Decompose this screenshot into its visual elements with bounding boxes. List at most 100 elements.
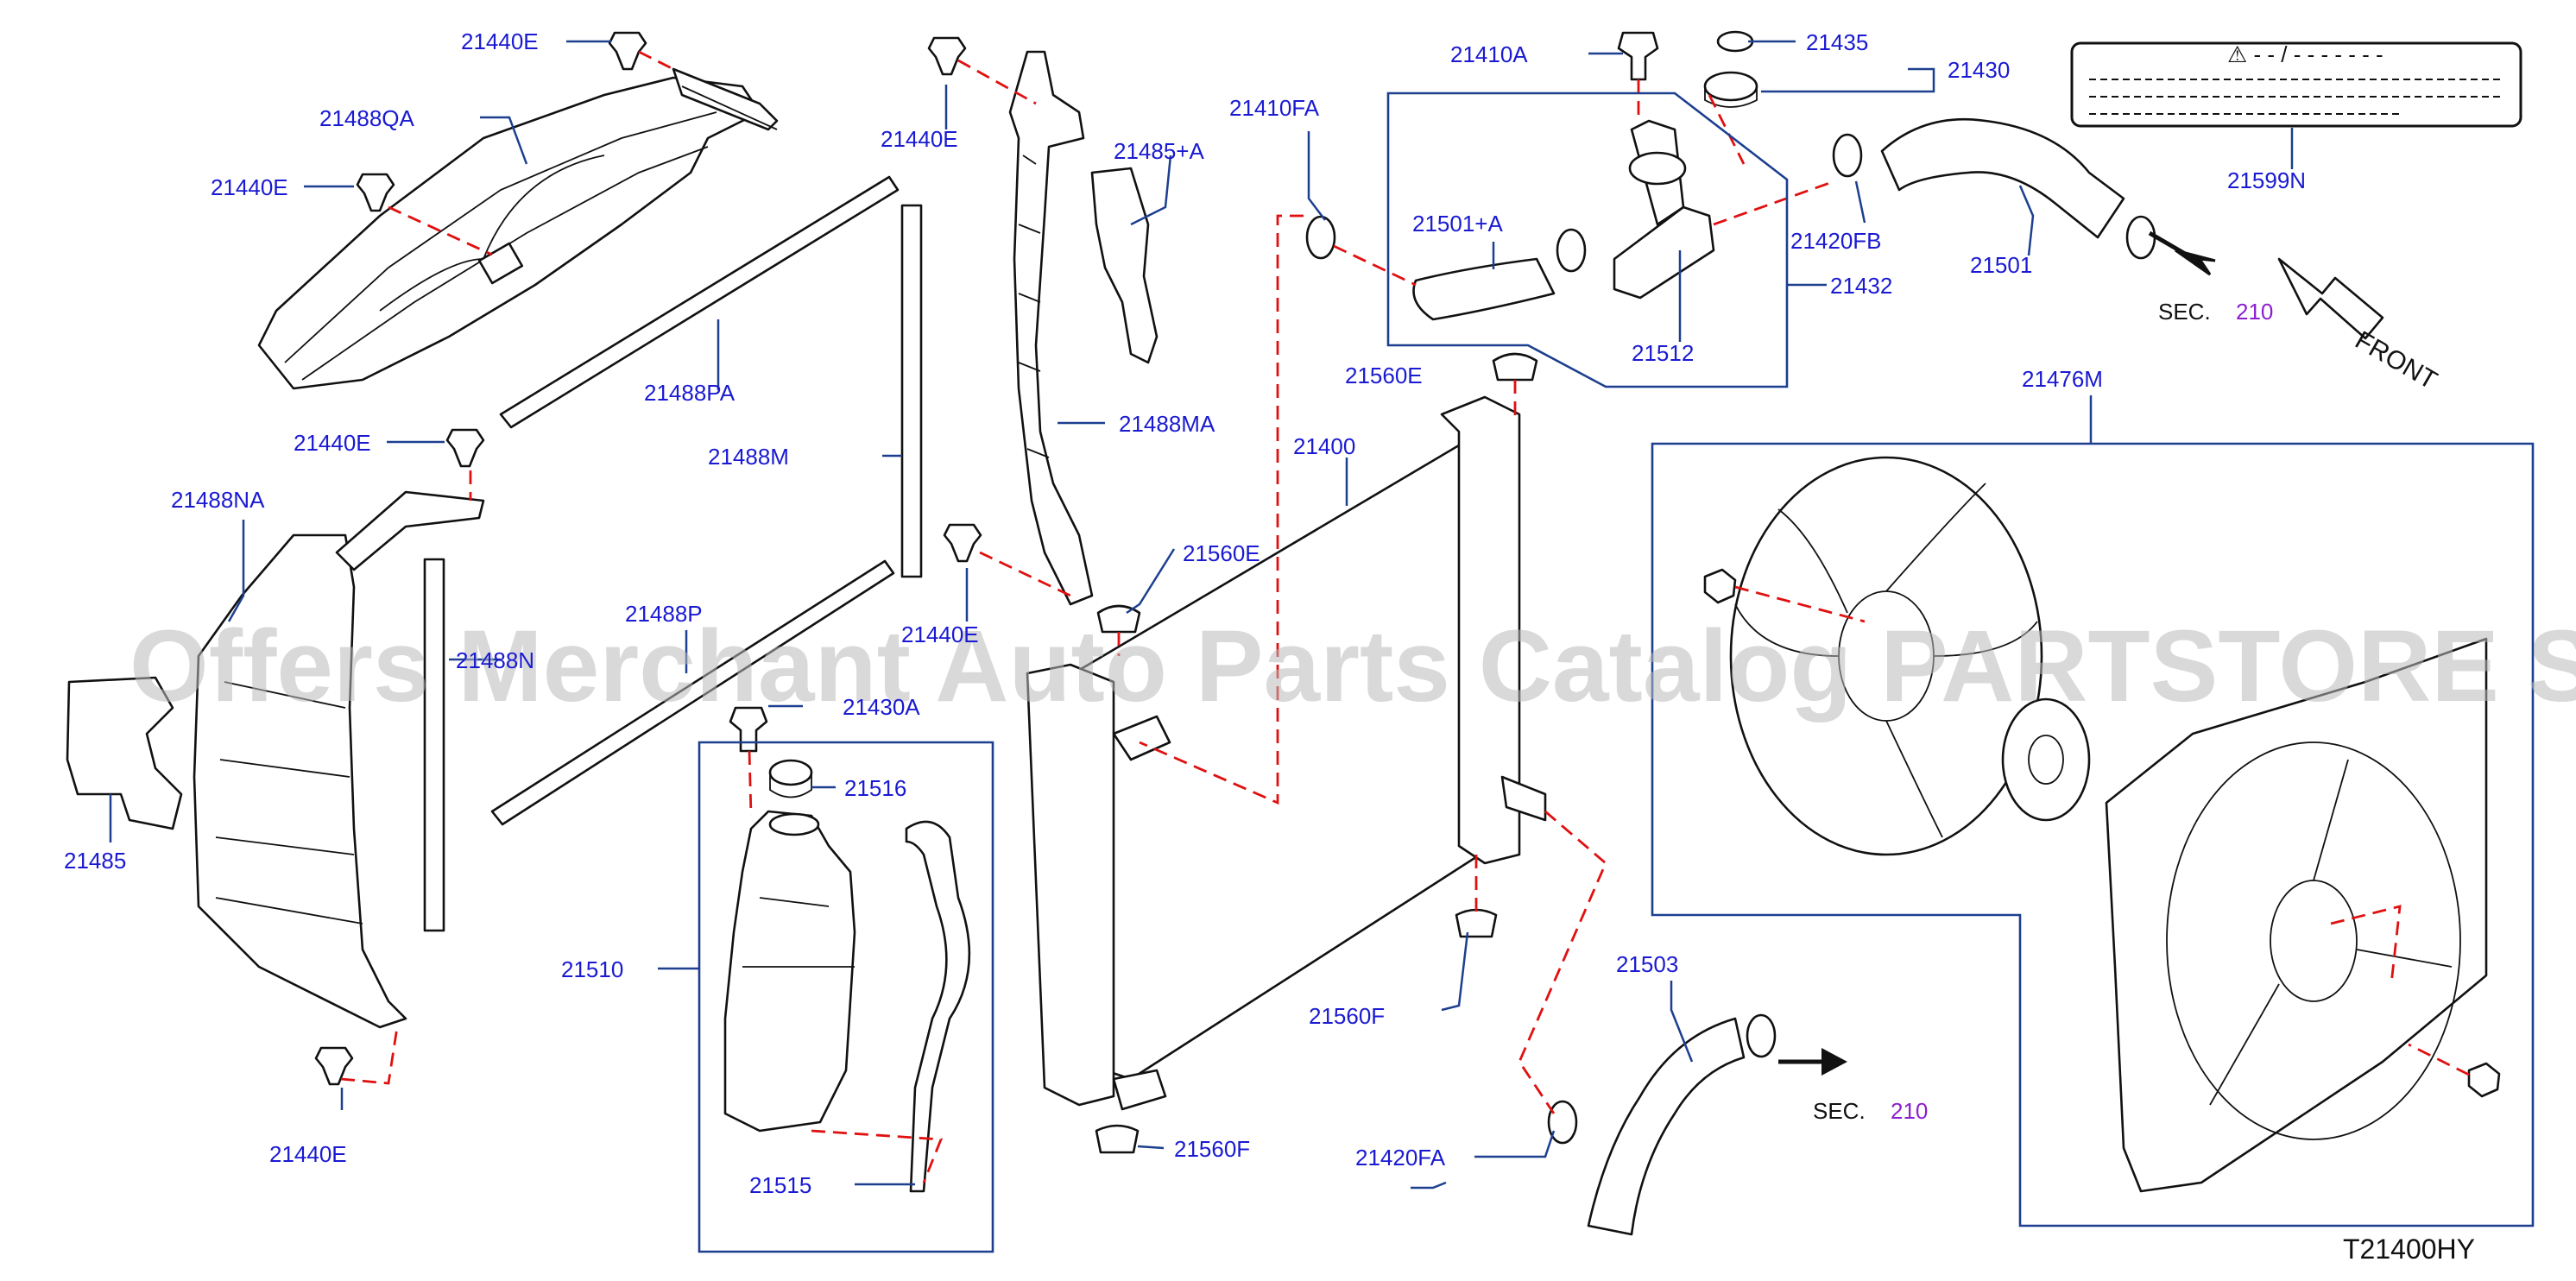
front-direction-label: FRONT	[2351, 325, 2442, 394]
clamp-lower-hose-end-drawing[interactable]	[1746, 1013, 1777, 1058]
seal-strip-21488p-drawing[interactable]	[490, 559, 895, 826]
water-outlet-21512-drawing[interactable]	[1613, 119, 1715, 300]
side-shroud-21488na-drawing[interactable]	[193, 490, 485, 1029]
seal-strip-21488pa-drawing[interactable]	[499, 175, 900, 429]
part-label[interactable]: 21488NA	[171, 487, 265, 513]
upper-hose-21501-drawing[interactable]	[1880, 117, 2125, 239]
sec-arrow-upper-drawing	[2148, 230, 2216, 276]
clamp-upper-hose-end-drawing[interactable]	[2125, 215, 2156, 260]
grommet-21560f-lower-drawing[interactable]	[1095, 1124, 1140, 1154]
part-label[interactable]: 21488QA	[319, 105, 415, 131]
bolt-21430a-drawing[interactable]	[729, 706, 768, 753]
watermark-text: Offers Merchant Auto Parts Catalog PARTS…	[129, 609, 2576, 723]
dash-fan-nut-right	[2408, 1043, 2470, 1076]
part-label[interactable]: 21515	[749, 1172, 811, 1198]
reservoir-cap-21516-drawing[interactable]	[768, 759, 813, 798]
clip-21440e-left-drawing[interactable]	[356, 173, 395, 212]
part-label[interactable]: 21560F	[1309, 1003, 1385, 1029]
caution-label-21599n-drawing[interactable]	[2070, 41, 2522, 128]
part-label[interactable]: 21430A	[843, 694, 920, 720]
sec-prefix: SEC.	[1813, 1098, 1866, 1124]
clamp-21432-drawing[interactable]	[1556, 228, 1587, 273]
part-label[interactable]: 21410A	[1450, 41, 1528, 67]
part-label[interactable]: 21501	[1970, 252, 2032, 278]
part-label[interactable]: 21435	[1806, 29, 1868, 55]
nut-fan-right-drawing[interactable]	[2467, 1062, 2501, 1098]
box-21476m	[1651, 442, 2535, 1227]
grommet-21560f-right-drawing[interactable]	[1455, 908, 1498, 938]
grommet-21560e-upper-drawing[interactable]	[1492, 352, 1538, 382]
section-refs: SEC. 210 SEC. 210	[1813, 299, 2273, 1124]
part-label[interactable]: 21560F	[1174, 1136, 1250, 1162]
box-21510	[698, 741, 994, 1253]
clip-21440e-bottom-drawing[interactable]	[314, 1046, 354, 1086]
part-label[interactable]: 21432	[1830, 273, 1892, 299]
lower-hose-21503-drawing[interactable]	[1587, 1017, 1746, 1236]
leader-lines	[109, 40, 2294, 1190]
part-label[interactable]: 21410FA	[1229, 95, 1320, 121]
clamp-21410fa-drawing[interactable]	[1305, 215, 1336, 260]
part-label[interactable]: 21440E	[294, 430, 371, 456]
clip-21440e-mid-drawing[interactable]	[445, 428, 485, 468]
part-label[interactable]: 21599N	[2227, 167, 2306, 193]
sec-number-link[interactable]: 210	[2236, 299, 2273, 325]
dash-fan-nut-left	[1734, 585, 1866, 623]
part-labels: 21440E 21488QA 21440E 21440E 21485+A 214…	[64, 28, 2306, 1198]
assembly-dashed-lines	[340, 50, 2470, 1183]
dash-clamp-to-radiator	[1139, 214, 1304, 805]
clip-21440e-center-drawing[interactable]	[927, 36, 967, 76]
part-label[interactable]: 21488MA	[1119, 411, 1215, 437]
air-guide-21485-drawing[interactable]	[66, 676, 183, 830]
clamp-21420fa-drawing[interactable]	[1547, 1100, 1578, 1145]
part-drawings	[66, 30, 2522, 1236]
part-label[interactable]: 21476M	[2022, 366, 2103, 392]
part-label[interactable]: 21420FA	[1355, 1145, 1446, 1171]
part-label[interactable]: 21516	[844, 775, 906, 801]
bolt-21410a-drawing[interactable]	[1617, 31, 1659, 81]
upper-shroud-drawing[interactable]	[257, 67, 779, 390]
radiator-21400-drawing[interactable]	[1026, 395, 1547, 1111]
dash-clip-top	[638, 50, 674, 71]
air-guide-21485a-drawing[interactable]	[1090, 167, 1159, 364]
dash-bolt-21430a	[748, 750, 753, 817]
part-label[interactable]: 21485+A	[1114, 138, 1204, 164]
seal-strip-21488n-drawing[interactable]	[423, 558, 445, 932]
dash-clip-bottom	[340, 1026, 399, 1085]
clip-21440e-top-drawing[interactable]	[608, 31, 647, 71]
part-label[interactable]: 21510	[561, 956, 623, 982]
side-shroud-21488ma-drawing[interactable]	[1008, 50, 1094, 606]
part-label[interactable]: 21488PA	[644, 380, 736, 406]
seal-strip-21488m-drawing[interactable]	[900, 204, 923, 578]
radiator-cap-21430-drawing[interactable]	[1703, 71, 1758, 108]
part-label[interactable]: 21503	[1616, 951, 1678, 977]
part-label[interactable]: 21440E	[901, 622, 979, 647]
reservoir-tank-21510-drawing[interactable]	[723, 810, 856, 1133]
part-label[interactable]: 21488N	[456, 647, 534, 673]
part-label[interactable]: 21560E	[1183, 540, 1260, 566]
hose-21501a-drawing[interactable]	[1412, 257, 1556, 321]
part-label[interactable]: 21485	[64, 848, 126, 874]
part-label[interactable]: 21430	[1948, 57, 2010, 83]
nut-fan-left-drawing[interactable]	[1703, 568, 1737, 604]
part-label[interactable]: 21440E	[881, 126, 958, 152]
fan-shroud-drawing[interactable]	[2105, 637, 2488, 1193]
part-label[interactable]: 21440E	[211, 174, 288, 200]
part-label[interactable]: 21440E	[269, 1141, 347, 1167]
clip-21440e-right-drawing[interactable]	[943, 523, 982, 563]
part-label[interactable]: 21501+A	[1412, 211, 1503, 237]
part-label[interactable]: 21440E	[461, 28, 539, 54]
part-label[interactable]: 21420FB	[1790, 228, 1882, 254]
part-label[interactable]: 21488P	[625, 601, 703, 627]
hose-21515-drawing[interactable]	[905, 820, 971, 1193]
part-label[interactable]: 21512	[1632, 340, 1694, 366]
gasket-21435-drawing[interactable]	[1716, 30, 1754, 53]
part-label[interactable]: 21400	[1293, 433, 1355, 459]
cooling-fan-blade-drawing[interactable]	[1729, 456, 2043, 856]
sec-number-link[interactable]: 210	[1891, 1098, 1928, 1124]
part-label[interactable]: 21560E	[1345, 363, 1423, 388]
box-21432	[1386, 92, 1789, 388]
dash-clamp-21410fa	[1333, 244, 1417, 287]
clamp-21420fb-drawing[interactable]	[1832, 133, 1863, 178]
fan-motor-drawing[interactable]	[2001, 697, 2091, 822]
part-label[interactable]: 21488M	[708, 444, 789, 470]
